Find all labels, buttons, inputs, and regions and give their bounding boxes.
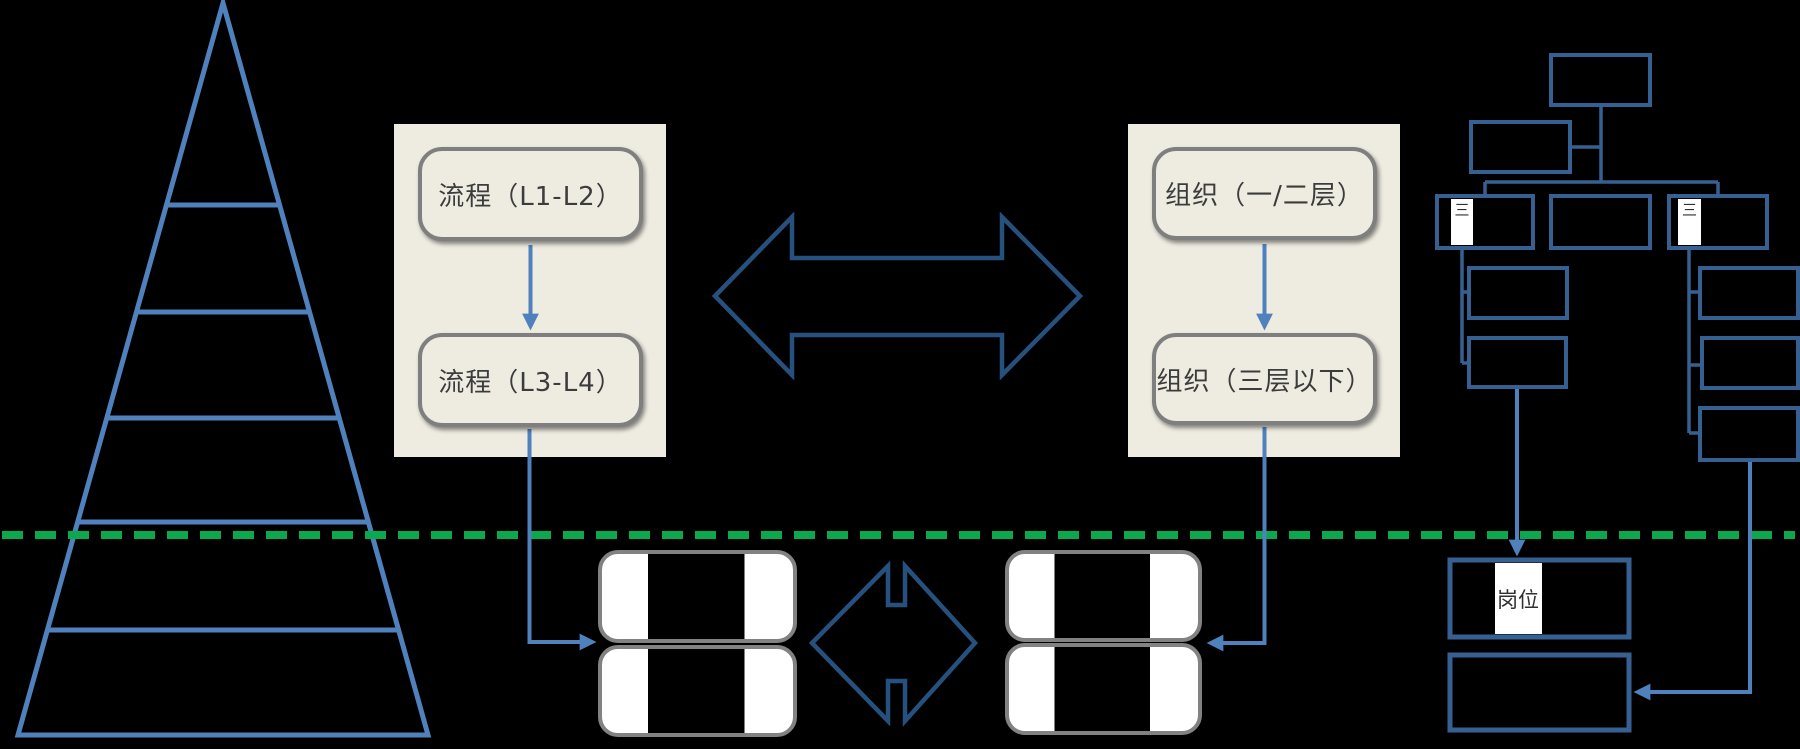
process-box-l3-l4: 流程（L3-L4） (418, 333, 643, 427)
pyramid (14, 0, 432, 738)
big-double-arrow (711, 211, 1084, 381)
band-box-right-bottom (1005, 643, 1202, 735)
org-box-level-1-2: 组织（一/二层） (1152, 147, 1377, 240)
org-chart-assistant-box (1469, 120, 1572, 174)
org-strip-right: 三 (1678, 199, 1701, 245)
org-chart-root-box (1549, 53, 1652, 107)
org-box-level-3-below: 组织（三层以下） (1152, 333, 1377, 425)
position-box (1447, 557, 1632, 640)
org-chart-sub-box (1467, 266, 1569, 320)
org-chart-child-box-right (1667, 194, 1769, 250)
org-chart-child-box-middle (1549, 194, 1652, 250)
position-label-strip: 岗位 (1495, 563, 1542, 634)
band-box-right-top (1005, 550, 1202, 642)
org-strip-left: 三 (1451, 199, 1473, 245)
org-chart-sub-box (1700, 336, 1800, 390)
org-chart-sub-box (1467, 336, 1568, 389)
org-chart-sub-box (1698, 406, 1800, 462)
pyramid-outline (14, 0, 432, 738)
org-chart-sub-box (1698, 266, 1800, 320)
process-box-l1-l2: 流程（L1-L2） (418, 147, 643, 241)
org-chart (1435, 53, 1800, 733)
org-chart-child-box-left (1435, 194, 1535, 250)
band-box-left-top (598, 550, 797, 643)
connector-orgchart-to-bottom-box (1633, 462, 1752, 701)
band-box-left-bottom (598, 645, 797, 737)
connector-org-to-band-box (1206, 427, 1267, 652)
small-double-arrow (808, 560, 979, 727)
connector-process-to-band-box (527, 429, 597, 651)
position-bottom-box (1447, 652, 1632, 733)
